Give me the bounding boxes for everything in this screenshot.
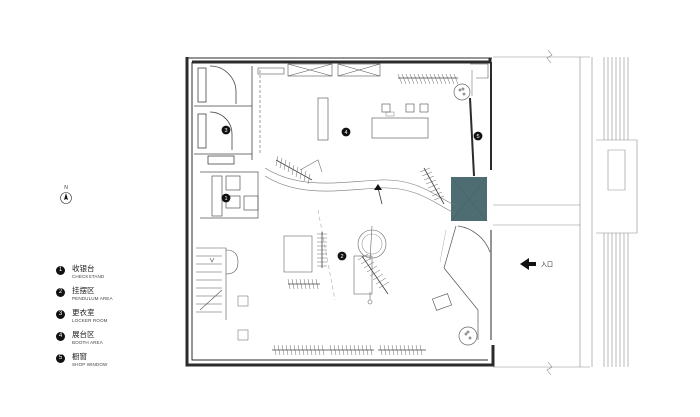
entrance-displays — [431, 83, 478, 346]
legend-label-zh: 橱窗 — [72, 352, 87, 361]
marker-4: 4 — [341, 127, 351, 137]
checkstand-area — [200, 171, 259, 219]
exterior-terrace — [493, 56, 638, 368]
legend-label-en: BOOTH AREA — [72, 340, 103, 345]
staircase — [196, 247, 239, 320]
entrance-arrow-icon — [520, 258, 536, 270]
legend-item-shop-window: 5 橱窗 SHOP WINDOW — [56, 352, 206, 374]
svg-text:5: 5 — [476, 134, 479, 140]
exterior-walls — [185, 57, 495, 367]
legend-label-zh: 挂摆区 — [72, 286, 95, 295]
legend-item-pendulum-area: 2 挂摆区 PENDULUM AREA — [56, 286, 206, 308]
booth-tables — [317, 97, 429, 141]
entrance-label: 入口 — [541, 262, 553, 269]
legend: 1 收银台 CHECKSTAND 2 挂摆区 PENDULUM AREA 3 更… — [56, 264, 206, 374]
clothing-racks — [272, 73, 459, 356]
pendulum-display — [283, 225, 387, 305]
legend-item-booth-area: 4 展台区 BOOTH AREA — [56, 330, 206, 352]
north-compass: N — [57, 185, 75, 210]
legend-label-zh: 更衣室 — [72, 308, 95, 317]
north-label: N — [64, 185, 68, 191]
entrance-door — [439, 225, 491, 340]
legend-number: 2 — [56, 288, 65, 297]
locker-rooms — [194, 65, 261, 165]
svg-text:1: 1 — [224, 196, 227, 202]
legend-item-checkstand: 1 收银台 CHECKSTAND — [56, 264, 206, 286]
marker-3: 3 — [221, 125, 231, 135]
legend-item-locker-room: 3 更衣室 LOCKER ROOM — [56, 308, 206, 330]
legend-label-en: LOCKER ROOM — [72, 318, 108, 323]
legend-number: 4 — [56, 332, 65, 341]
compass-icon — [60, 192, 72, 204]
svg-text:3: 3 — [224, 128, 227, 134]
legend-number: 1 — [56, 266, 65, 275]
legend-label-en: CHECKSTAND — [72, 274, 105, 279]
svg-text:2: 2 — [340, 254, 343, 260]
small-furniture — [237, 295, 249, 341]
legend-number: 5 — [56, 354, 65, 363]
area-markers: 1 2 3 4 5 — [221, 125, 483, 261]
svg-text:4: 4 — [344, 130, 347, 136]
marker-1: 1 — [221, 193, 231, 203]
break-marks — [546, 49, 553, 376]
flow-arrow — [374, 184, 383, 205]
legend-label-en: SHOP WINDOW — [72, 362, 108, 367]
legend-label-en: PENDULUM AREA — [72, 296, 113, 301]
top-wall-details — [257, 63, 489, 79]
legend-number: 3 — [56, 310, 65, 319]
curved-display-path — [264, 159, 456, 301]
legend-label-zh: 展台区 — [72, 330, 95, 339]
marker-2: 2 — [337, 251, 347, 261]
legend-label-zh: 收银台 — [72, 264, 95, 273]
marker-5: 5 — [473, 131, 483, 141]
